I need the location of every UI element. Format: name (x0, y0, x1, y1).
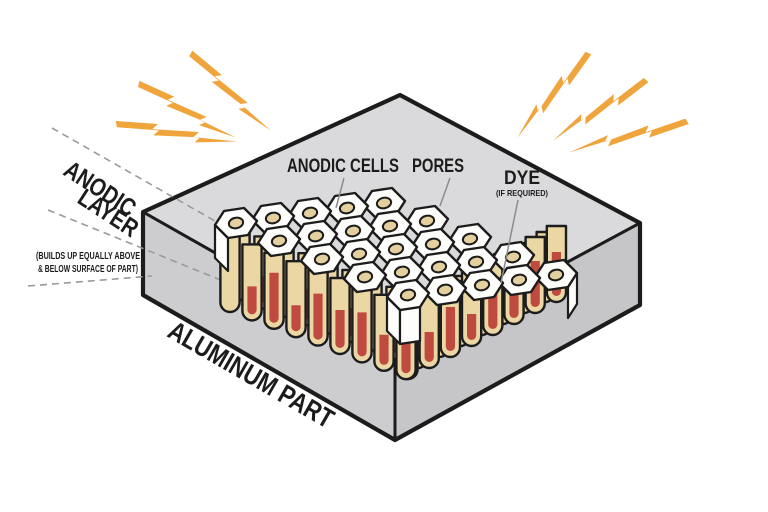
dashed-line-surface (47, 209, 239, 288)
dashed-line-layer-bottom (27, 275, 153, 287)
dye-label-note: (IF REQUIRED) (496, 188, 548, 198)
anodic-layer-note-line2: & BELOW SURFACE OF PART) (38, 264, 138, 275)
pore (467, 255, 485, 269)
pore (381, 219, 399, 233)
hex-wall-front-corner-right (398, 305, 422, 346)
slab-outline (140, 92, 643, 443)
lightning-bolt-icon (553, 77, 649, 141)
pore (307, 229, 325, 243)
dashed-line-layer-top (51, 127, 216, 222)
anodic-cells-leader (335, 177, 345, 209)
dye-fill (467, 314, 477, 340)
dye-label: DYE (IF REQUIRED) (496, 168, 548, 198)
pore (356, 270, 374, 284)
pore (387, 242, 405, 256)
pore (547, 268, 565, 282)
anodic-layer-note-line1: (BUILDS UP EQUALLY ABOVE (36, 251, 140, 262)
pore (436, 283, 454, 297)
anodic-layer-label: ANODIC LAYER (59, 156, 144, 243)
lightning-bolt-icon (189, 50, 271, 131)
tube-front-right (418, 290, 440, 370)
dye-fill (291, 305, 301, 332)
lightning-bolt-icon (115, 120, 238, 143)
dye-fill (445, 307, 455, 351)
lightning-bolt-icon (568, 118, 689, 153)
dye-fill (424, 332, 434, 362)
dye-fill (357, 312, 367, 357)
lightning-bolt-icon (137, 80, 237, 138)
pore (344, 224, 362, 238)
pore (270, 234, 288, 248)
dye-leader (500, 199, 519, 284)
dye-fill (269, 272, 279, 323)
pore (430, 260, 448, 274)
pore (264, 211, 282, 225)
anodic-cells-label: ANODIC CELLS (287, 156, 399, 177)
pore (301, 206, 319, 220)
pore (375, 196, 393, 210)
lightning-bolt-icon (517, 51, 592, 139)
pore (393, 265, 411, 279)
pore (313, 252, 331, 266)
pore (461, 232, 479, 246)
pores-label: PORES (412, 156, 464, 177)
dye-fill (313, 293, 323, 340)
dye-fill (379, 334, 389, 365)
dashed-leader-lines (27, 127, 239, 288)
pores-leader (439, 177, 451, 207)
pore (473, 278, 491, 292)
pore (350, 247, 368, 261)
lightning-bolts (115, 50, 689, 153)
tube-front-left (241, 243, 263, 322)
dye-label-title: DYE (504, 168, 540, 189)
pore (399, 288, 417, 302)
pore (510, 273, 528, 287)
honeycomb-top (213, 186, 579, 312)
tube-front-left (285, 260, 307, 339)
anodic-layer-note: (BUILDS UP EQUALLY ABOVE & BELOW SURFACE… (36, 251, 140, 275)
pore (338, 201, 356, 215)
pore (227, 216, 245, 230)
dye-fill (247, 286, 257, 315)
pore (418, 214, 436, 228)
pore (424, 237, 442, 251)
dye-fill (335, 310, 345, 348)
label-leader-lines (335, 177, 519, 284)
